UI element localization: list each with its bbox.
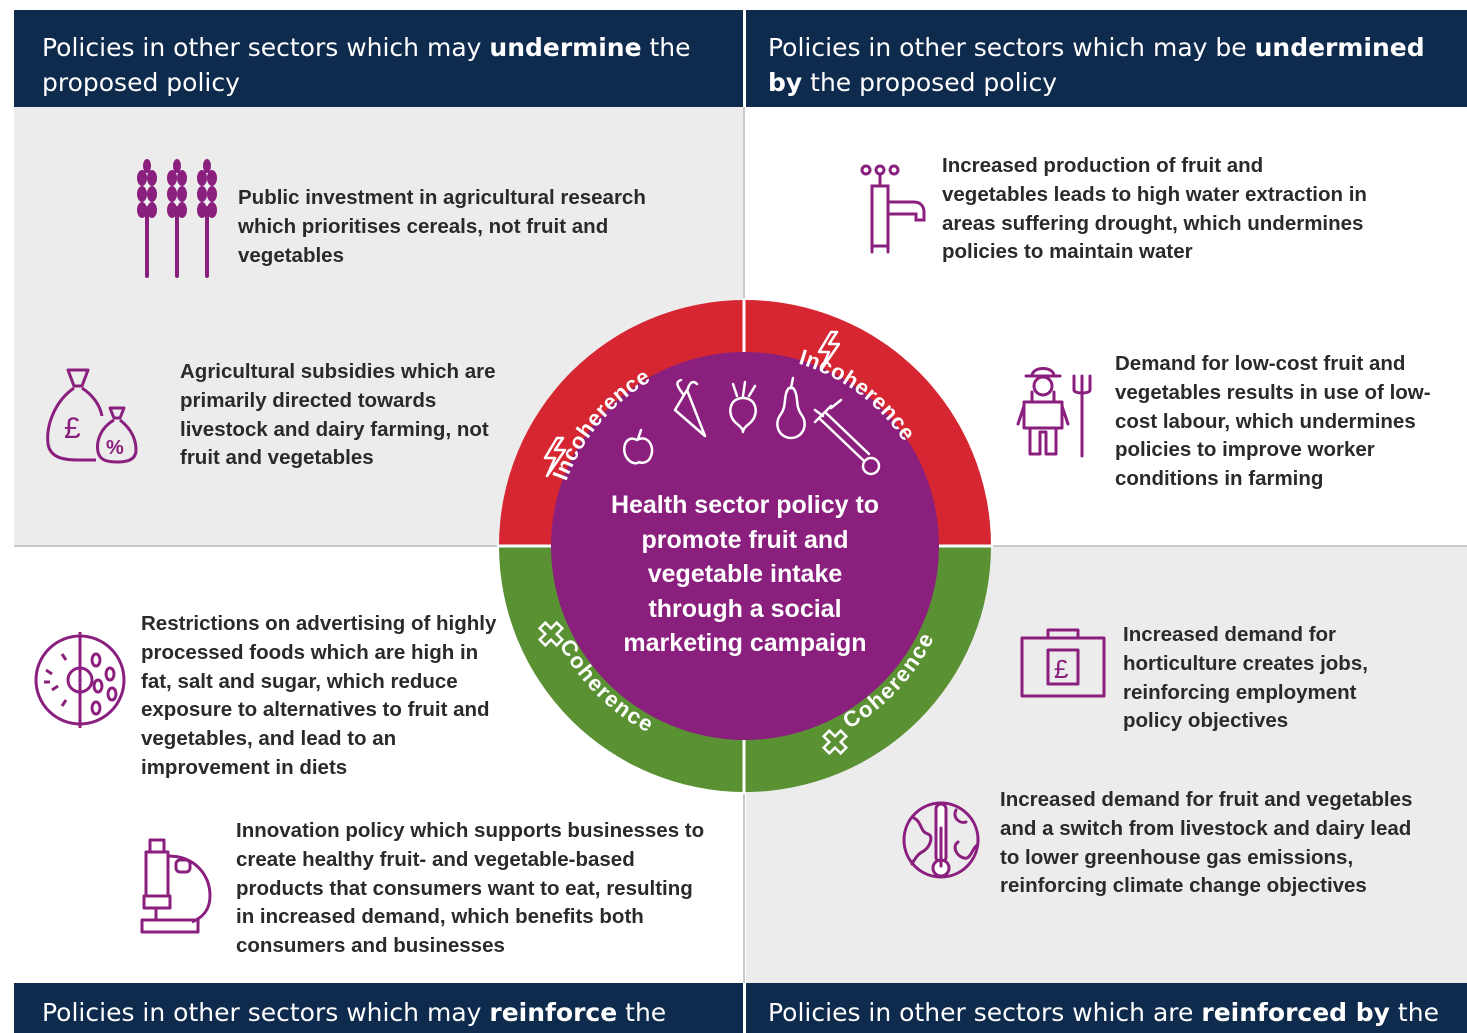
lightning-icon: [543, 330, 841, 478]
pear-icon: [776, 376, 806, 440]
header-reinforced-by: Policies in other sectors which are rein…: [746, 983, 1467, 1033]
item-advertising-restrictions: Restrictions on advertising of highly pr…: [141, 612, 497, 779]
header-reinforce: Policies in other sectors which may rein…: [14, 983, 743, 1033]
header-undermined-by: Policies in other sectors which may be u…: [746, 10, 1467, 107]
briefcase-pound-icon: £: [1018, 626, 1108, 700]
center-diagram: Incoherence Incoherence Coherence Cohere…: [497, 298, 993, 794]
microscope-icon: [140, 836, 216, 936]
item-agricultural-research: Public investment in agricultural resear…: [238, 186, 646, 267]
water-tap-icon: [858, 162, 928, 254]
item-climate-change: Increased demand for fruit and vegetable…: [1000, 788, 1413, 898]
center-purple-circle: [551, 352, 939, 740]
item-low-cost-labour: Demand for low-cost fruit and vegetables…: [1115, 352, 1431, 491]
carrot-icon: [673, 378, 707, 438]
donut-icon: [32, 630, 128, 730]
apple-icon: [623, 428, 654, 465]
money-bag-icon: £ %: [44, 366, 140, 464]
item-water-extraction: Increased production of fruit and vegeta…: [942, 154, 1367, 264]
plus-icon: [537, 620, 849, 756]
item-horticulture-jobs: Increased demand for horticulture create…: [1123, 623, 1368, 733]
header-undermine: Policies in other sectors which may unde…: [14, 10, 743, 107]
leek-icon: [813, 398, 881, 476]
item-innovation-policy: Innovation policy which supports busines…: [236, 819, 705, 958]
farmer-icon: [1016, 362, 1096, 460]
svg-text:£: £: [1054, 654, 1069, 684]
beetroot-icon: [729, 380, 757, 434]
globe-thermometer-icon: [900, 798, 982, 882]
svg-text:£: £: [64, 412, 81, 445]
item-agricultural-subsidies: Agricultural subsidies which are primari…: [180, 360, 496, 470]
wheat-icon: [132, 158, 222, 280]
svg-text:%: %: [106, 437, 124, 459]
center-policy-text: Health sector policy to promote fruit an…: [610, 491, 880, 657]
